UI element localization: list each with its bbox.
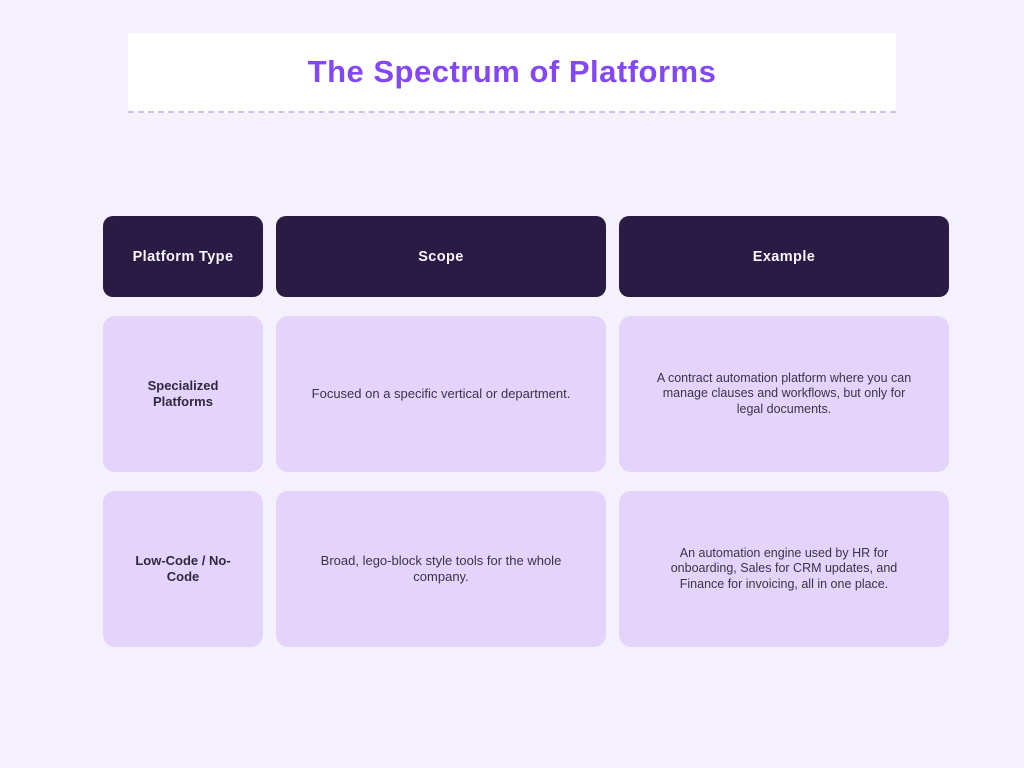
- cell-text: Low-Code / No-Code: [135, 552, 231, 584]
- table-header-scope: Scope: [276, 216, 606, 297]
- cell-text: An automation engine used by HR for onbo…: [670, 545, 898, 591]
- cell-text: Specialized Platforms: [147, 377, 219, 409]
- cell-text: Broad, lego-block style tools for the wh…: [320, 552, 562, 584]
- table-cell-example: An automation engine used by HR for onbo…: [619, 491, 949, 647]
- page-title: The Spectrum of Platforms: [307, 54, 717, 89]
- platforms-table: Platform Type Scope Example Specialized …: [103, 216, 949, 647]
- cell-text: A contract automation platform where you…: [656, 370, 912, 416]
- table-cell-platform-type: Specialized Platforms: [103, 316, 263, 472]
- table-cell-scope: Focused on a specific vertical or depart…: [276, 316, 606, 472]
- table-cell-example: A contract automation platform where you…: [619, 316, 949, 472]
- table-header-example: Example: [619, 216, 949, 297]
- table-header-platform-type: Platform Type: [103, 216, 263, 297]
- table-cell-platform-type: Low-Code / No-Code: [103, 491, 263, 647]
- table-header-label: Platform Type: [132, 248, 234, 265]
- title-band: The Spectrum of Platforms: [128, 33, 896, 113]
- table-header-label: Example: [752, 248, 816, 265]
- cell-text: Focused on a specific vertical or depart…: [311, 385, 571, 401]
- table-cell-scope: Broad, lego-block style tools for the wh…: [276, 491, 606, 647]
- table-header-label: Scope: [418, 248, 464, 265]
